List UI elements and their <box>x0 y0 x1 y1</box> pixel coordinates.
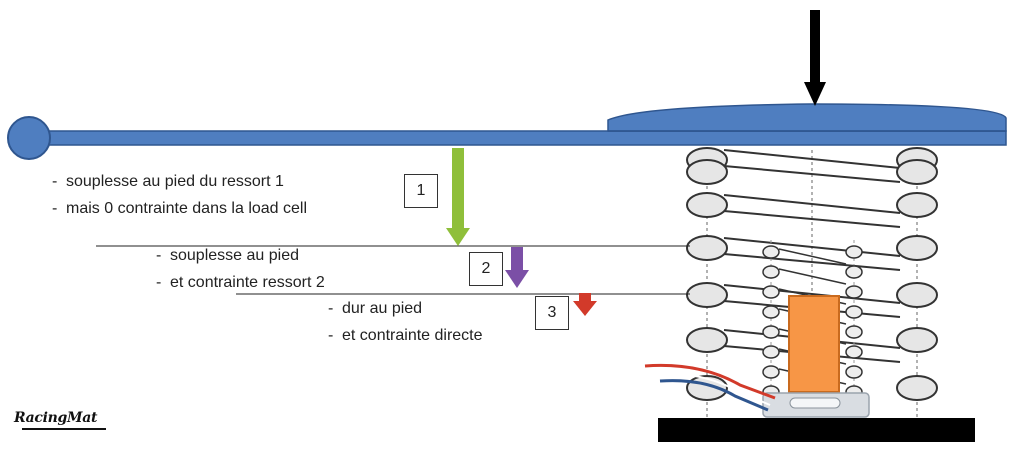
coil-turn-icon <box>686 282 728 308</box>
note-text: souplesse au pied <box>170 247 299 264</box>
bullet-dash: - <box>52 200 58 217</box>
bullet-dash: - <box>156 247 162 264</box>
logo-underline <box>22 428 106 430</box>
note-stage2-line1: -souplesse au pied <box>156 246 299 266</box>
note-text: et contrainte directe <box>342 327 483 344</box>
bullet-dash: - <box>156 274 162 291</box>
inner-coil-turn-icon <box>845 325 863 339</box>
pivot-circle-icon <box>7 116 51 160</box>
inner-coil-turn-icon <box>762 365 780 379</box>
stage3-label-box: 3 <box>535 296 569 330</box>
stage3-arrow-icon <box>573 293 597 316</box>
inner-coil-turn-icon <box>762 265 780 279</box>
stage2-arrow-icon <box>505 247 529 288</box>
coil-turn-icon <box>686 159 728 185</box>
coil-turn-icon <box>896 327 938 353</box>
coil-turn-icon <box>686 235 728 261</box>
force-arrow-icon <box>804 10 826 106</box>
inner-coil-turn-icon <box>845 265 863 279</box>
note-text: souplesse au pied du ressort 1 <box>66 173 284 190</box>
coil-turn-icon <box>896 192 938 218</box>
coil-turn-icon <box>686 327 728 353</box>
bullet-dash: - <box>328 327 334 344</box>
stage1-label-box: 1 <box>404 174 438 208</box>
inner-coil-turn-icon <box>762 305 780 319</box>
bullet-dash: - <box>328 300 334 317</box>
note-stage2-line2: -et contrainte ressort 2 <box>156 273 325 293</box>
inner-coil-turn-icon <box>845 345 863 359</box>
bullet-dash: - <box>52 173 58 190</box>
inner-coil-turn-icon <box>845 305 863 319</box>
wires-icon <box>644 363 776 412</box>
note-stage3-line2: -et contrainte directe <box>328 326 483 346</box>
load-cell-base-icon <box>762 392 870 418</box>
note-text: et contrainte ressort 2 <box>170 274 325 291</box>
inner-coil-turn-icon <box>762 285 780 299</box>
note-stage1-line2: -mais 0 contrainte dans la load cell <box>52 199 307 219</box>
coil-turn-icon <box>686 192 728 218</box>
outer-spring-icon <box>686 147 938 420</box>
pedal-arm <box>29 103 1007 146</box>
inner-coil-turn-icon <box>845 285 863 299</box>
coil-turn-icon <box>896 159 938 185</box>
inner-coil-turn-icon <box>845 365 863 379</box>
coil-turn-icon <box>896 375 938 401</box>
base-plate <box>658 418 975 442</box>
note-text: dur au pied <box>342 300 423 317</box>
note-text: mais 0 contrainte dans la load cell <box>66 200 308 217</box>
stage2-label-box: 2 <box>469 252 503 286</box>
inner-coil-turn-icon <box>762 245 780 259</box>
coil-turn-icon <box>896 235 938 261</box>
note-stage3-line1: -dur au pied <box>328 299 422 319</box>
stage1-arrow-icon <box>446 148 470 246</box>
coil-turn-icon <box>896 282 938 308</box>
racingmat-logo: RacingMat <box>14 410 98 426</box>
inner-coil-turn-icon <box>762 325 780 339</box>
inner-coil-turn-icon <box>845 245 863 259</box>
inner-coil-turn-icon <box>762 345 780 359</box>
load-cell-icon <box>788 295 840 393</box>
note-stage1-line1: -souplesse au pied du ressort 1 <box>52 172 284 192</box>
